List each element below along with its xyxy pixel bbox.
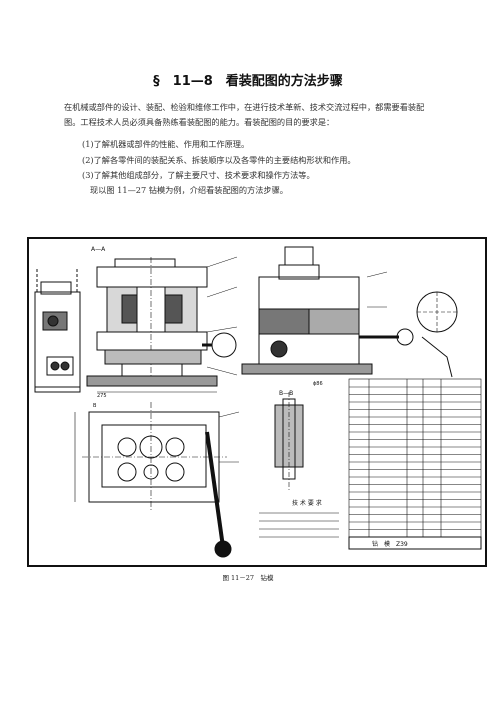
small-detail xyxy=(416,291,458,378)
section-heading: § 11—8 看装配图的方法步骤 xyxy=(153,74,343,89)
view-label-bb: B—B xyxy=(279,390,293,397)
requirement-item: (2)了解各零件间的装配关系、拆装顺序以及各零件的主要结构形状和作用。 xyxy=(82,154,356,165)
right-section-view: ϕ86 xyxy=(241,246,414,387)
requirement-item: (3)了解其他组成部分，了解主要尺寸、技术要求和操作方法等。 xyxy=(82,170,315,180)
requirement-item: (1)了解机器或部件的性能、作用和工作原理。 xyxy=(82,139,250,149)
parts-list-table: 钻 模 Z39 xyxy=(348,378,482,550)
figure-caption: 图 11－27 钻模 xyxy=(222,574,274,582)
section-label-a: A—A xyxy=(91,246,106,253)
svg-text:B: B xyxy=(93,403,97,409)
intro-paragraph: 在机械或部件的设计、装配、检验和维修工作中，在进行技术革新、技术交流过程中，都需… xyxy=(64,102,425,127)
requirements-list: (1)了解机器或部件的性能、作用和工作原理。 (2)了解各零件间的装配关系、拆装… xyxy=(82,137,356,184)
table-title: 钻 模 Z39 xyxy=(372,540,408,548)
detail-view-bb: B—B xyxy=(274,390,304,492)
leader-lines xyxy=(206,256,388,463)
svg-text:ϕ86: ϕ86 xyxy=(313,381,323,387)
left-side-view xyxy=(34,267,81,393)
notes-title: 技 术 要 求 xyxy=(292,499,322,507)
front-section-view: A—A 275 xyxy=(86,246,237,399)
example-sentence: 现以图 11—27 钻模为例，介绍看装配图的方法步骤。 xyxy=(90,185,288,195)
top-view: B xyxy=(74,402,232,558)
assembly-drawing: A—A 275 xyxy=(27,237,487,567)
technical-notes: 技 术 要 求 xyxy=(259,499,339,538)
svg-text:275: 275 xyxy=(97,393,107,399)
